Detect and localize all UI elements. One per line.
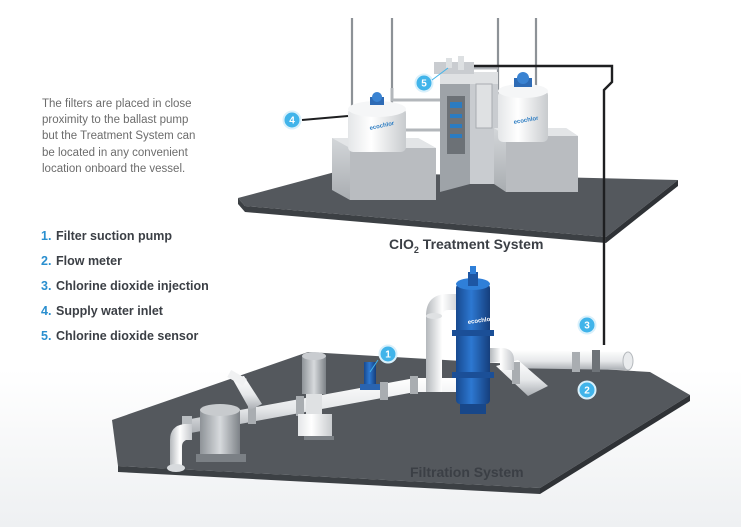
control-cabinet: [440, 72, 498, 192]
intro-paragraph: The filters are placed in close proximit…: [42, 98, 196, 175]
inlet-elbow: [167, 424, 192, 472]
legend-item: 5. Chlorine dioxide sensor: [41, 329, 216, 344]
treatment-system-title: ClO2 Treatment System: [389, 236, 543, 255]
filter-unit: ecochlor: [452, 266, 494, 414]
legend-item: 2. Flow meter: [41, 254, 216, 269]
dosing-line: [474, 64, 614, 345]
legend-item-number: 1.: [41, 229, 52, 243]
callout-5: 5: [414, 73, 434, 93]
sensor-assembly: [434, 56, 474, 74]
tank-logo-right: ecochlor: [513, 116, 539, 126]
callout-3: 3: [577, 315, 597, 335]
filter-logo: ecochlor: [467, 316, 493, 326]
callout-3-label: 3: [584, 321, 590, 332]
filtration-system-title: Filtration System: [410, 464, 524, 480]
tank-logo-left: ecochlor: [369, 121, 395, 132]
strainer: [196, 404, 246, 462]
legend-item-label: Flow meter: [56, 254, 122, 268]
callout-2-label: 2: [584, 386, 590, 397]
legend-item-label: Chlorine dioxide injection: [56, 279, 209, 293]
callout-1: 1: [378, 344, 398, 364]
callout-1-label: 1: [385, 350, 391, 361]
treatment-title-main: ClO: [389, 236, 414, 252]
chemical-tank-right: ecochlor: [498, 72, 548, 142]
treatment-title-rest: Treatment System: [418, 236, 544, 252]
filtration-system: ecochlor: [112, 266, 690, 494]
callout-2: 2: [577, 380, 597, 400]
legend-item-number: 3.: [41, 279, 52, 293]
legend-item-number: 2.: [41, 254, 52, 268]
suction-elbow: [227, 370, 262, 410]
legend-item: 1. Filter suction pump: [41, 229, 216, 244]
legend-item-label: Chlorine dioxide sensor: [56, 329, 199, 343]
legend-item: 4. Supply water inlet: [41, 304, 216, 319]
component-legend: 1. Filter suction pump 2. Flow meter 3. Chl…: [41, 229, 216, 354]
legend-item-number: 5.: [41, 329, 52, 343]
legend-item-label: Supply water inlet: [56, 304, 163, 318]
callout-4-label: 4: [289, 116, 295, 127]
callout-5-label: 5: [421, 79, 427, 90]
chemical-tank-left: ecochlor: [348, 92, 406, 152]
callout-4: 4: [282, 110, 302, 130]
treatment-title-subscript: 2: [413, 244, 419, 255]
treatment-system: ecochlor ecochl: [238, 18, 678, 345]
legend-item: 3. Chlorine dioxide injection: [41, 279, 216, 294]
filter-loop-pipe: [426, 294, 462, 392]
legend-item-number: 4.: [41, 304, 52, 318]
main-pipe: [182, 350, 634, 438]
legend-item-label: Filter suction pump: [56, 229, 172, 243]
suction-pump: [298, 352, 334, 440]
